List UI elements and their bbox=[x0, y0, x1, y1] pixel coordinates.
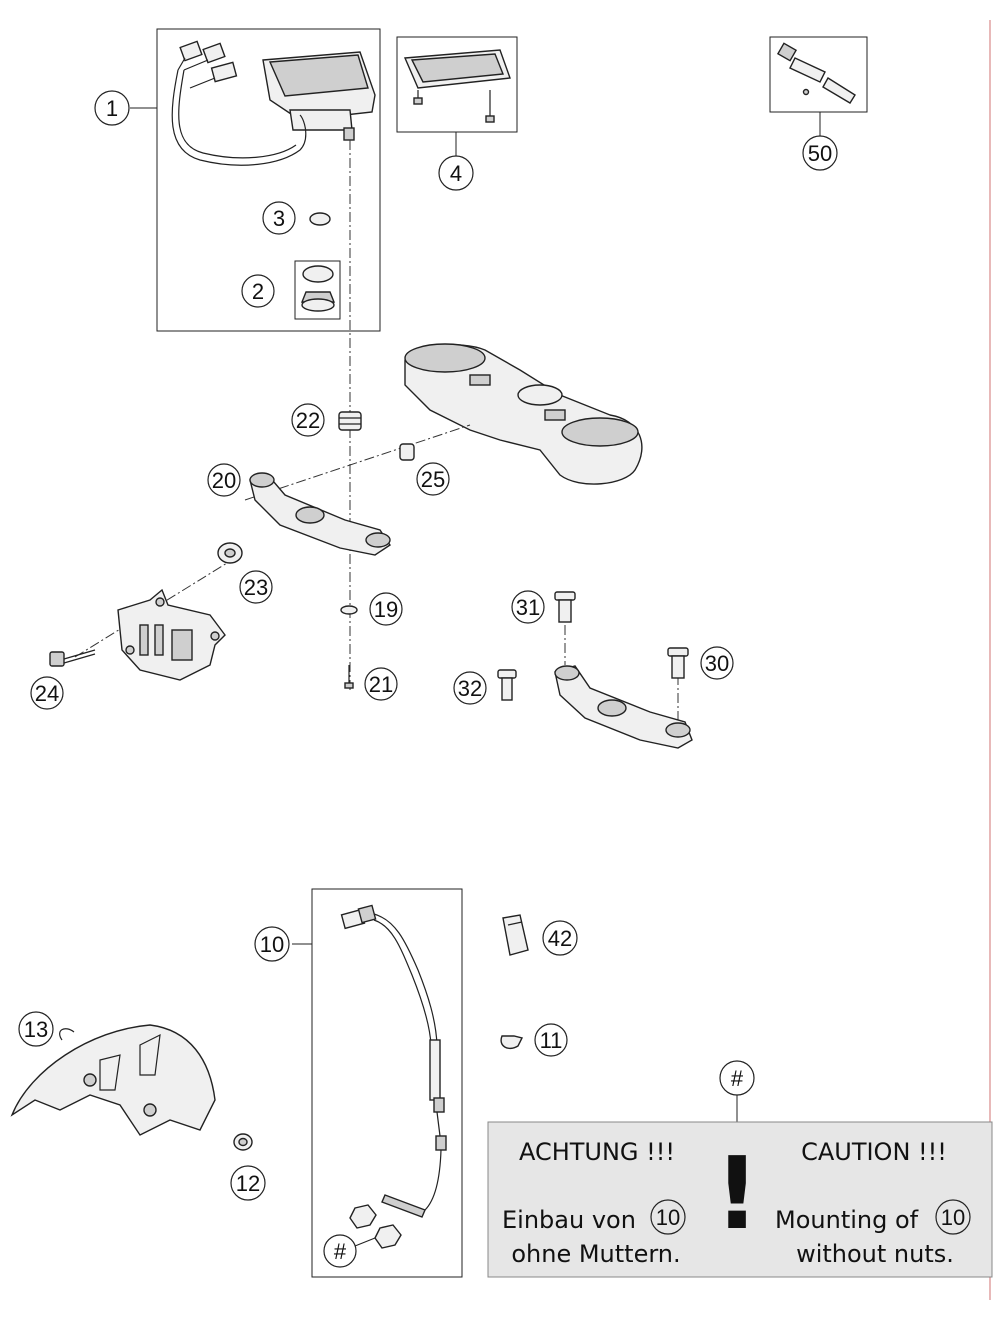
callout-32: 32 bbox=[453, 671, 487, 705]
svg-text:31: 31 bbox=[516, 595, 540, 620]
caution-exclamation: ! bbox=[714, 1135, 760, 1252]
svg-text:22: 22 bbox=[296, 408, 320, 433]
svg-text:25: 25 bbox=[421, 467, 445, 492]
upper-triple-clamp bbox=[404, 343, 643, 485]
caution-panel bbox=[487, 1121, 993, 1278]
caution-german-ref-circle: 10 bbox=[650, 1199, 686, 1235]
group-box-speed-sensor bbox=[311, 888, 463, 1278]
part-23-rubber-bushing bbox=[217, 542, 243, 564]
callout-24: 24 bbox=[30, 676, 64, 710]
callout-2: 2 bbox=[241, 274, 275, 308]
mounting-plate bbox=[117, 588, 226, 681]
caution-german-line2: ohne Muttern. bbox=[511, 1240, 680, 1268]
assembly-axis-diagonal-upper bbox=[244, 424, 471, 501]
callout-3: 3 bbox=[262, 201, 296, 235]
part-30-bolt bbox=[667, 647, 689, 679]
callout-42: 42 bbox=[542, 920, 578, 956]
part-2-cap bbox=[300, 265, 336, 312]
callout-31: 31 bbox=[511, 590, 545, 624]
callout-4: 4 bbox=[438, 155, 474, 191]
svg-text:21: 21 bbox=[369, 672, 393, 697]
svg-text:10: 10 bbox=[941, 1205, 965, 1230]
part-25-spacer bbox=[399, 443, 415, 461]
svg-text:#: # bbox=[334, 1239, 347, 1264]
part-50-lock-set bbox=[776, 42, 856, 104]
part-22-rubber-grommet bbox=[338, 411, 362, 431]
callout-30: 30 bbox=[700, 646, 734, 680]
svg-text:2: 2 bbox=[252, 279, 264, 304]
group-box-speedometer bbox=[156, 28, 381, 332]
svg-text:23: 23 bbox=[244, 575, 268, 600]
callout-12: 12 bbox=[230, 1165, 266, 1201]
part-32-bolt bbox=[497, 669, 517, 701]
group-box-part-50 bbox=[769, 36, 868, 113]
group-box-part-4 bbox=[396, 36, 518, 133]
callout-50: 50 bbox=[802, 135, 838, 171]
callout-21: 21 bbox=[364, 667, 398, 701]
svg-text:10: 10 bbox=[260, 932, 284, 957]
svg-text:30: 30 bbox=[705, 651, 729, 676]
part-24-bolt bbox=[49, 649, 96, 667]
callout-19: 19 bbox=[369, 592, 403, 626]
callout-23: 23 bbox=[239, 570, 273, 604]
svg-text:19: 19 bbox=[374, 597, 398, 622]
svg-text:#: # bbox=[731, 1066, 744, 1091]
svg-text:11: 11 bbox=[540, 1028, 563, 1053]
svg-text:13: 13 bbox=[24, 1017, 48, 1042]
svg-text:3: 3 bbox=[273, 206, 285, 231]
part-11-cable-clip bbox=[500, 1035, 524, 1050]
sensor-nuts bbox=[349, 1204, 402, 1249]
part-13-circlip bbox=[59, 1028, 75, 1041]
group-box-part-2 bbox=[294, 260, 341, 320]
callout-25: 25 bbox=[416, 462, 450, 496]
speedometer-unit bbox=[262, 51, 376, 141]
alternate-handlebar-bracket bbox=[554, 665, 693, 749]
caution-english-line2: without nuts. bbox=[796, 1240, 954, 1268]
svg-text:50: 50 bbox=[808, 141, 832, 166]
svg-text:10: 10 bbox=[656, 1205, 680, 1230]
callout-22: 22 bbox=[291, 403, 325, 437]
callout-10: 10 bbox=[254, 926, 290, 962]
part-31-bolt bbox=[554, 591, 576, 623]
caution-english-title: CAUTION !!! bbox=[801, 1138, 947, 1166]
svg-text:20: 20 bbox=[212, 468, 236, 493]
part-20-handlebar-bracket bbox=[249, 472, 391, 556]
speedometer-cable-harness bbox=[171, 40, 307, 166]
callout-20: 20 bbox=[207, 463, 241, 497]
callout-11: 11 bbox=[534, 1023, 568, 1057]
caution-english-line1: Mounting of bbox=[775, 1206, 919, 1234]
caution-english-ref-circle: 10 bbox=[935, 1199, 971, 1235]
svg-text:42: 42 bbox=[548, 926, 572, 951]
svg-text:32: 32 bbox=[458, 676, 482, 701]
part-3-ring bbox=[309, 212, 331, 226]
part-4-display-cover bbox=[403, 49, 511, 123]
part-21-screw bbox=[344, 665, 354, 689]
speed-sensor-cable bbox=[340, 904, 447, 1218]
callout-hash-top: # bbox=[719, 1060, 755, 1122]
callout-13: 13 bbox=[18, 1011, 54, 1047]
svg-text:1: 1 bbox=[106, 96, 118, 121]
svg-text:24: 24 bbox=[35, 681, 59, 706]
part-42-clip bbox=[502, 914, 529, 956]
svg-text:4: 4 bbox=[450, 161, 462, 186]
caution-german-title: ACHTUNG !!! bbox=[519, 1138, 675, 1166]
brake-disc bbox=[10, 1024, 216, 1136]
svg-text:12: 12 bbox=[236, 1171, 260, 1196]
part-19-washer bbox=[340, 605, 358, 615]
part-12-spacer bbox=[233, 1133, 253, 1151]
callout-1: 1 bbox=[94, 90, 130, 126]
callout-hash-bottom: # bbox=[323, 1234, 376, 1268]
caution-german-line1: Einbau von bbox=[502, 1206, 636, 1234]
